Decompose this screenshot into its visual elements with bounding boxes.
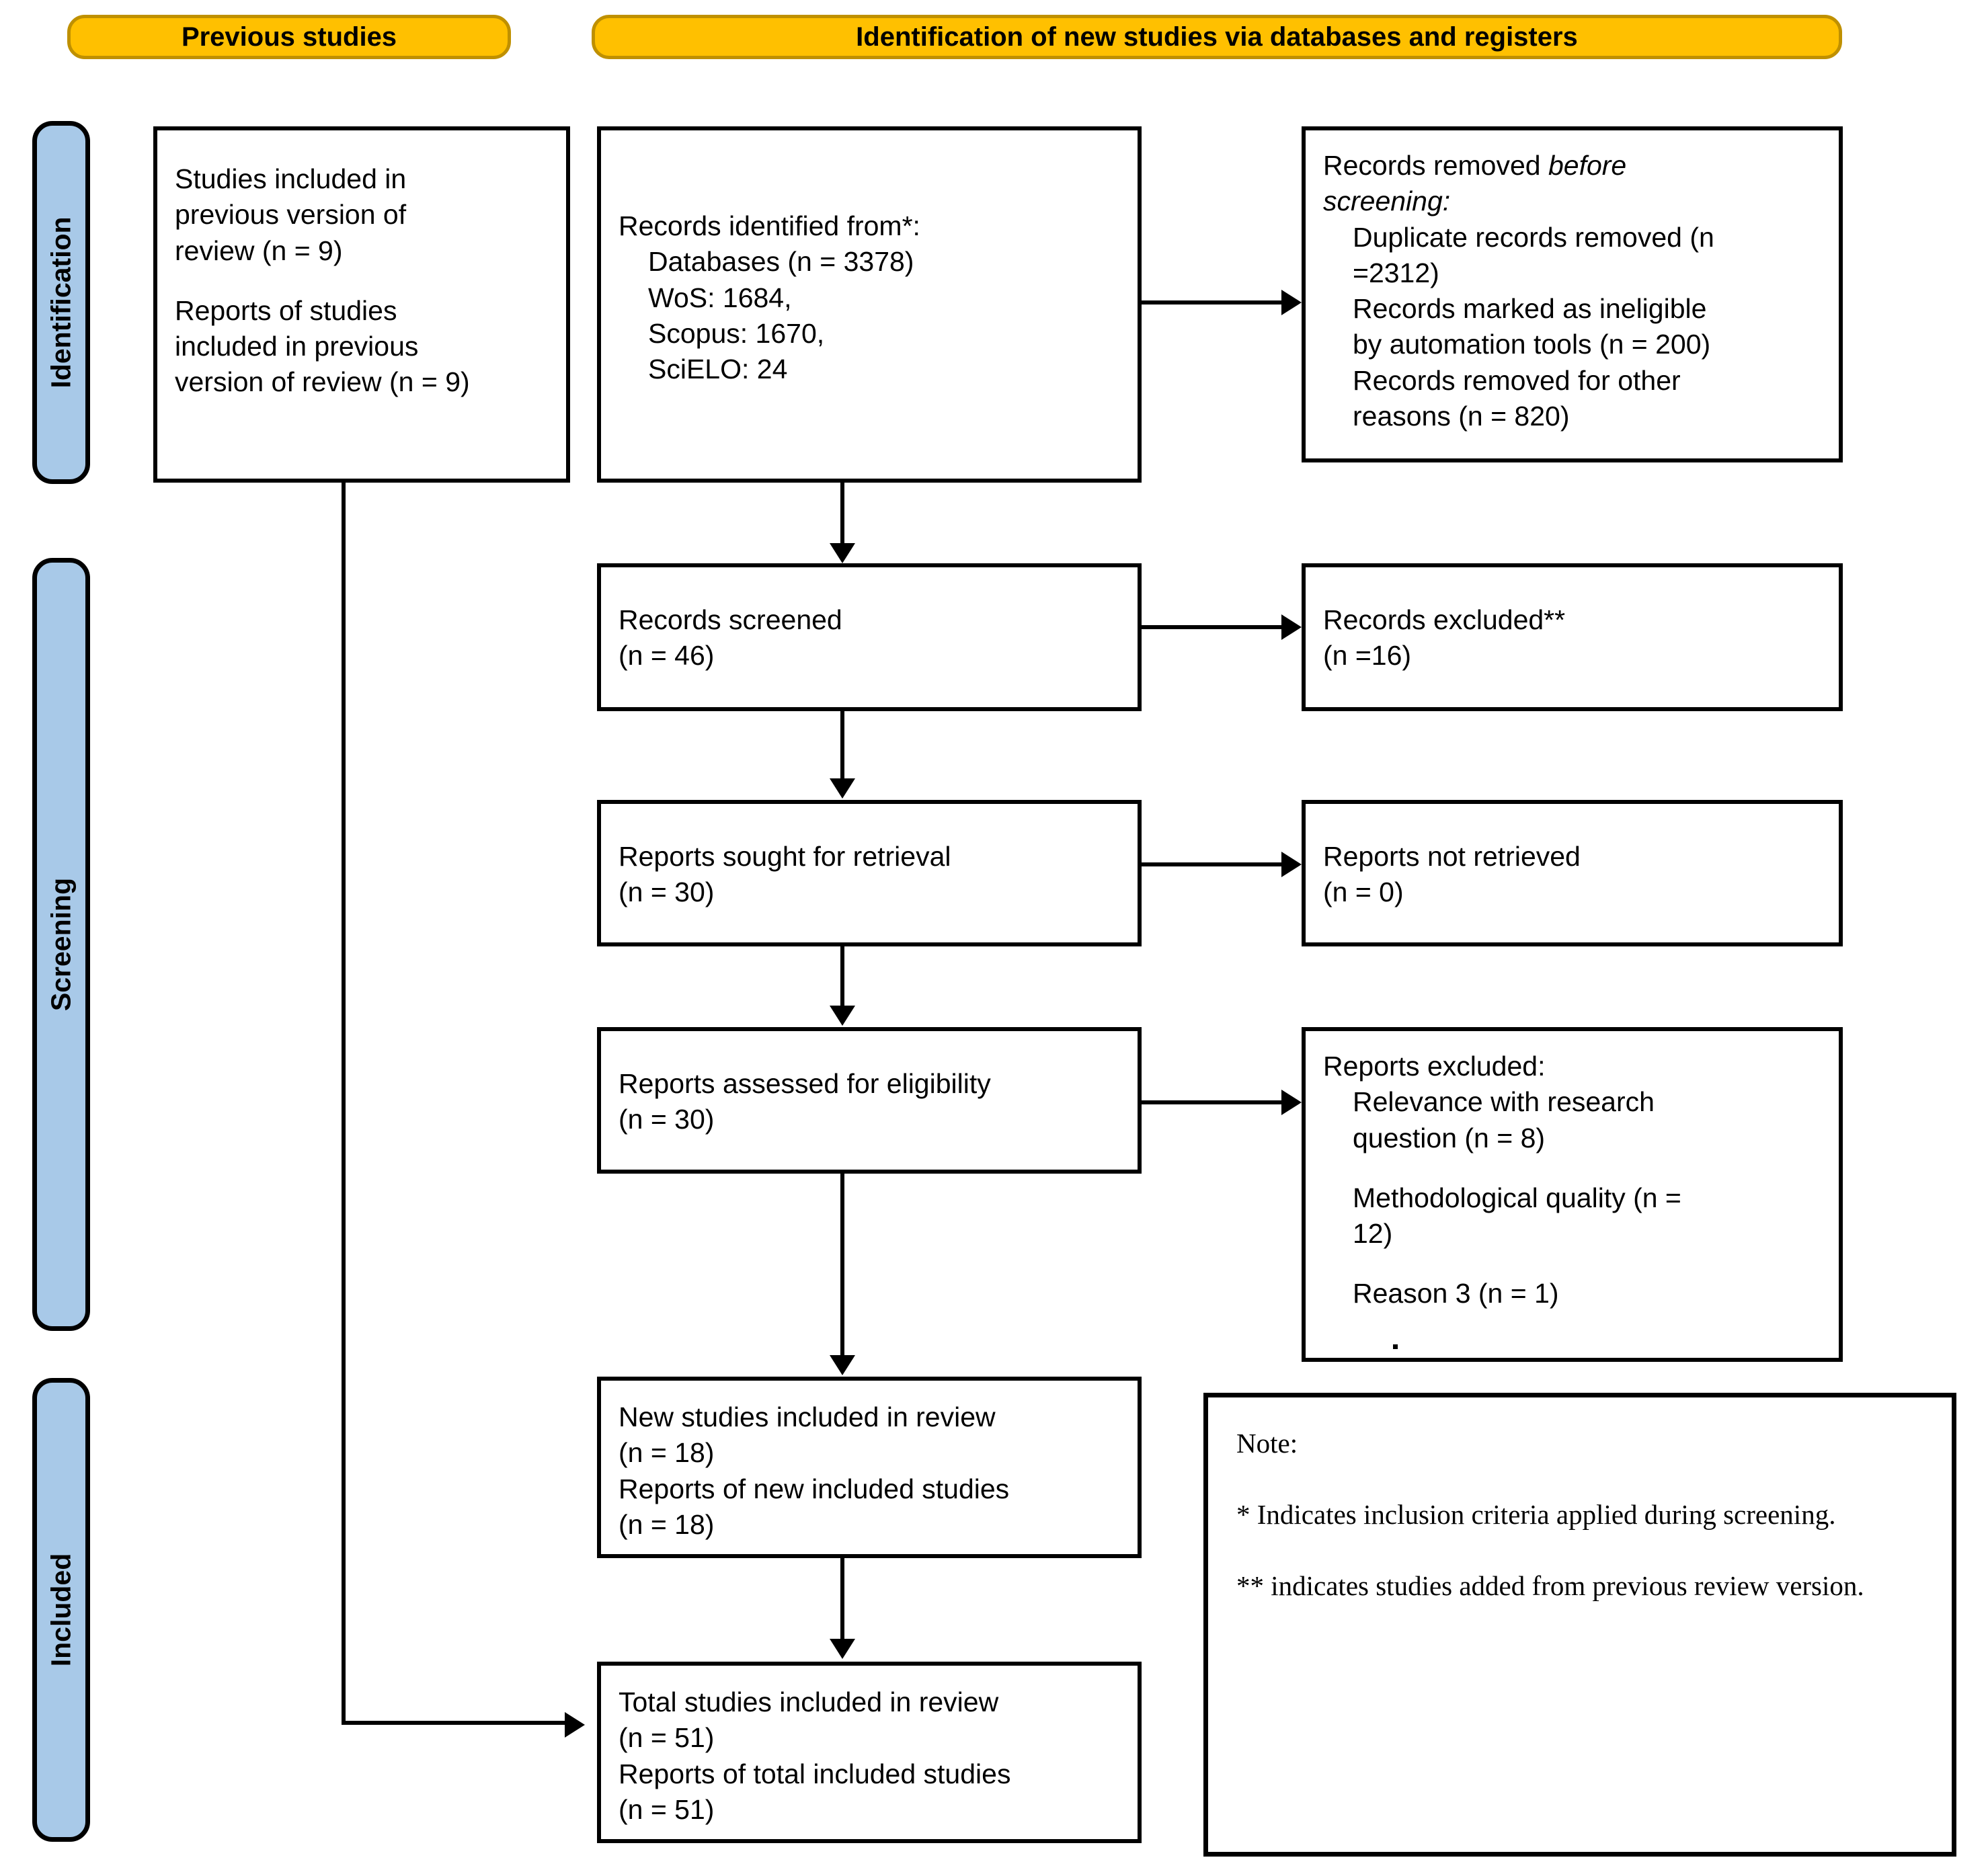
node-records-screened: Records screened (n = 46)	[597, 563, 1142, 711]
node-previous-studies: Studies included in previous version of …	[153, 126, 570, 483]
node-records-removed-before-screening: Records removed before screening: Duplic…	[1302, 126, 1843, 462]
records-excluded-line-2: (n =16)	[1323, 640, 1412, 672]
connector-assessed-to-excluded-arrow	[1281, 1090, 1302, 1115]
connector-assessed-to-new-studies-arrow	[830, 1355, 855, 1375]
node-reports-sought-for-retrieval: Reports sought for retrieval (n = 30)	[597, 800, 1142, 946]
phase-bar-screening: Screening	[32, 558, 90, 1331]
connector-previous-to-total-vertical	[342, 483, 346, 1725]
node-reports-assessed-for-eligibility: Reports assessed for eligibility (n = 30…	[597, 1027, 1142, 1174]
connector-sought-to-assessed-line	[840, 946, 844, 1007]
connector-new-to-total-arrow	[830, 1639, 855, 1659]
connector-sought-to-not-retrieved-line	[1142, 862, 1281, 866]
note-line-1: * Indicates inclusion criteria applied d…	[1236, 1499, 1836, 1530]
connector-sought-to-assessed-arrow	[830, 1006, 855, 1026]
stage-header-previous-studies: Previous studies	[67, 15, 511, 59]
previous-studies-line-4: Reports of studies	[175, 294, 397, 326]
connector-identified-to-removed-arrow	[1281, 290, 1302, 315]
phase-bar-included: Included	[32, 1378, 90, 1842]
note-line-2: ** indicates studies added from previous…	[1236, 1570, 1864, 1601]
records-screened-line-1: Records screened	[619, 604, 842, 635]
records-removed-line-3: Duplicate records removed (n	[1353, 221, 1714, 253]
phase-bar-included-label: Included	[45, 1553, 77, 1667]
total-studies-included-line-3: Reports of total included studies	[619, 1758, 1011, 1789]
previous-studies-line-5: included in previous	[175, 331, 419, 362]
connector-identified-to-screened-line	[840, 483, 844, 544]
reports-sought-line-1: Reports sought for retrieval	[619, 841, 951, 872]
connector-previous-to-total-horizontal	[342, 1721, 565, 1725]
phase-bar-screening-label: Screening	[45, 877, 77, 1012]
phase-bar-identification: Identification	[32, 121, 90, 484]
previous-studies-line-1: Studies included in	[175, 163, 407, 194]
reports-excluded-line-4: Methodological quality (n =	[1353, 1182, 1681, 1213]
stage-header-identification: Identification of new studies via databa…	[592, 15, 1842, 59]
phase-bar-identification-label: Identification	[45, 216, 77, 389]
connector-screened-to-excluded-line	[1142, 625, 1281, 629]
reports-excluded-line-1: Reports excluded:	[1323, 1051, 1546, 1082]
records-removed-line-7: Records removed for other	[1353, 364, 1681, 396]
reports-not-retrieved-line-1: Reports not retrieved	[1323, 841, 1581, 872]
stage-header-identification-label: Identification of new studies via databa…	[856, 22, 1578, 52]
new-studies-included-line-3: Reports of new included studies	[619, 1473, 1010, 1504]
node-new-studies-included: New studies included in review (n = 18) …	[597, 1377, 1142, 1558]
reports-excluded-line-2: Relevance with research	[1353, 1086, 1655, 1118]
node-records-identified: Records identified from*: Databases (n =…	[597, 126, 1142, 483]
connector-assessed-to-excluded-line	[1142, 1100, 1281, 1104]
records-excluded-line-1: Records excluded**	[1323, 604, 1566, 635]
connector-new-to-total-line	[840, 1558, 844, 1640]
reports-sought-line-2: (n = 30)	[619, 877, 715, 908]
reports-excluded-line-3: question (n = 8)	[1353, 1122, 1546, 1153]
records-identified-line-3: WoS: 1684,	[648, 282, 792, 313]
records-identified-line-1: Records identified from*:	[619, 210, 920, 241]
records-removed-line-8: reasons (n = 820)	[1353, 401, 1570, 432]
note-heading: Note:	[1236, 1428, 1298, 1459]
records-screened-line-2: (n = 46)	[619, 640, 715, 672]
records-removed-line-6: by automation tools (n = 200)	[1353, 329, 1711, 360]
connector-screened-to-excluded-arrow	[1281, 614, 1302, 640]
reports-assessed-line-2: (n = 30)	[619, 1104, 715, 1135]
connector-screened-to-sought-arrow	[830, 778, 855, 799]
node-records-excluded: Records excluded** (n =16)	[1302, 563, 1843, 711]
records-removed-line-5: Records marked as ineligible	[1353, 293, 1707, 325]
records-removed-line-1-italic: before	[1548, 150, 1627, 181]
previous-studies-gap	[175, 269, 549, 293]
note-box: Note: * Indicates inclusion criteria app…	[1203, 1393, 1956, 1857]
connector-previous-to-total-arrow	[565, 1712, 585, 1738]
reports-assessed-line-1: Reports assessed for eligibility	[619, 1068, 991, 1099]
records-identified-line-5: SciELO: 24	[648, 354, 788, 385]
stage-header-previous-studies-label: Previous studies	[181, 22, 397, 52]
records-removed-line-1: Records removed before	[1323, 148, 1821, 184]
reports-excluded-gap-2	[1323, 1252, 1821, 1276]
previous-studies-line-2: previous version of	[175, 199, 407, 231]
records-identified-line-4: Scopus: 1670,	[648, 317, 825, 349]
records-removed-line-4: =2312)	[1353, 257, 1439, 288]
records-identified-line-2: Databases (n = 3378)	[648, 246, 914, 278]
total-studies-included-line-4: (n = 51)	[619, 1793, 715, 1825]
reports-excluded-clipped-text-artifact	[1393, 1344, 1398, 1349]
total-studies-included-line-1: Total studies included in review	[619, 1687, 999, 1717]
total-studies-included-line-2: (n = 51)	[619, 1722, 715, 1754]
reports-excluded-line-5: 12)	[1353, 1218, 1393, 1250]
connector-sought-to-not-retrieved-arrow	[1281, 852, 1302, 877]
new-studies-included-line-1: New studies included in review	[619, 1402, 996, 1432]
reports-excluded-gap-1	[1323, 1156, 1821, 1180]
connector-assessed-to-new-studies-line	[840, 1174, 844, 1356]
node-reports-excluded: Reports excluded: Relevance with researc…	[1302, 1027, 1843, 1362]
new-studies-included-line-2: (n = 18)	[619, 1437, 715, 1469]
connector-screened-to-sought-line	[840, 711, 844, 778]
node-total-studies-included: Total studies included in review (n = 51…	[597, 1662, 1142, 1843]
connector-identified-to-removed-line	[1142, 300, 1281, 304]
new-studies-included-line-4: (n = 18)	[619, 1508, 715, 1540]
records-removed-line-1-plain: Records removed	[1323, 150, 1548, 181]
records-removed-line-2: screening:	[1323, 186, 1451, 217]
node-reports-not-retrieved: Reports not retrieved (n = 0)	[1302, 800, 1843, 946]
previous-studies-line-3: review (n = 9)	[175, 235, 343, 266]
previous-studies-line-6: version of review (n = 9)	[175, 366, 470, 398]
reports-not-retrieved-line-2: (n = 0)	[1323, 877, 1404, 908]
reports-excluded-line-6: Reason 3 (n = 1)	[1353, 1278, 1559, 1309]
connector-identified-to-screened-arrow	[830, 543, 855, 563]
